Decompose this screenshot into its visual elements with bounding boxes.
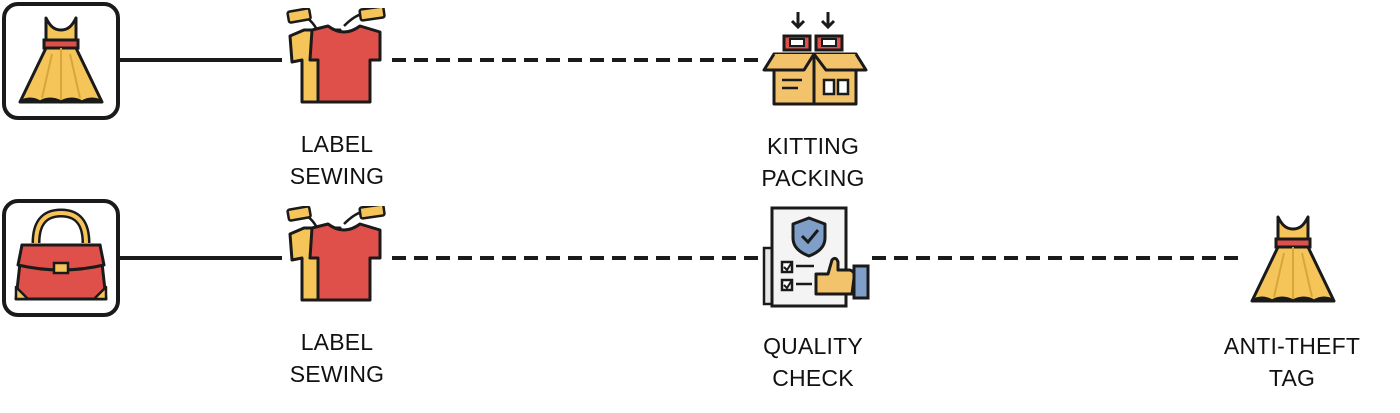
step-label-line2: PACKING [761, 165, 865, 191]
shirts-with-tags-icon [286, 203, 386, 302]
start-node-dress [2, 2, 120, 120]
step-label-text: ANTI-THEFT TAG [1192, 330, 1392, 394]
step-label-text: LABEL SEWING [252, 326, 422, 390]
step-label-text: QUALITY CHECK [728, 330, 898, 394]
dress-icon [1250, 215, 1336, 303]
shirts-with-tags-icon [286, 5, 386, 104]
step-quality-check [758, 204, 872, 310]
packing-box-icon [762, 12, 868, 106]
quality-check-document-icon [762, 206, 870, 308]
dress-icon [18, 16, 104, 104]
step-label-text: LABEL SEWING [252, 128, 422, 192]
step-label-line1: LABEL [300, 131, 374, 157]
start-node-handbag [2, 199, 120, 317]
step-label-line1: LABEL [300, 329, 374, 355]
step-label-line1: KITTING [766, 133, 860, 159]
step-kitting-packing [760, 8, 870, 108]
step-label-line2: CHECK [772, 365, 854, 391]
handbag-icon [14, 208, 108, 301]
step-label-sewing-row2 [282, 203, 392, 306]
step-anti-theft-tag [1238, 205, 1348, 315]
step-label-line2: TAG [1268, 365, 1316, 391]
step-label-text: KITTING PACKING [728, 130, 898, 194]
step-label-line1: QUALITY [763, 333, 863, 359]
step-label-line2: SEWING [289, 361, 385, 387]
step-label-sewing-row1 [282, 5, 392, 108]
step-label-line1: ANTI-THEFT [1223, 333, 1361, 359]
step-label-line2: SEWING [289, 163, 385, 189]
